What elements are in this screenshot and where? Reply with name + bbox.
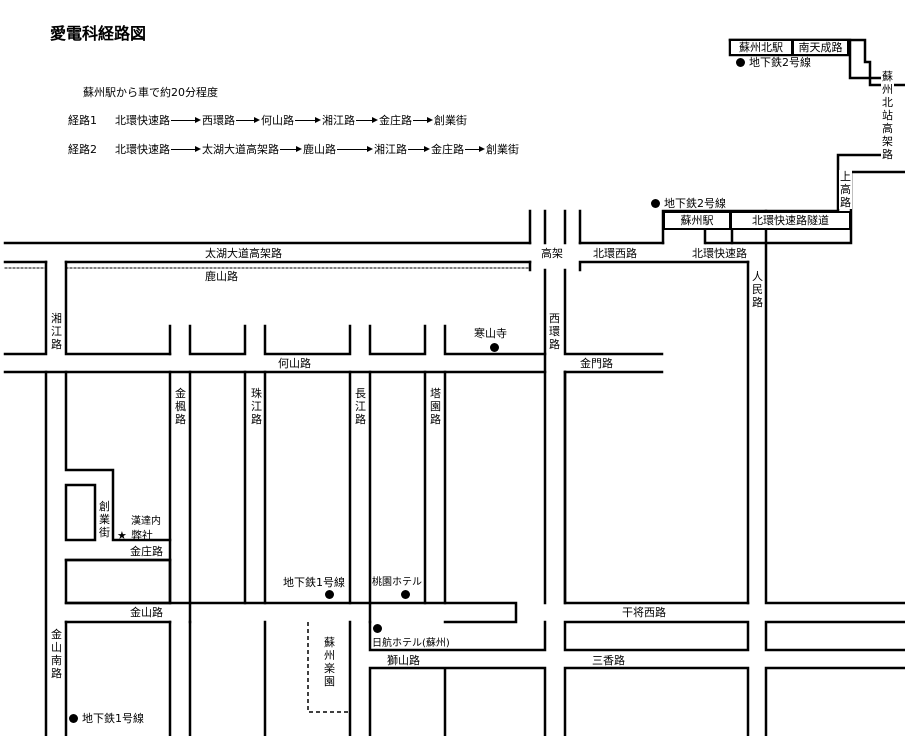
arrow-icon (408, 145, 430, 154)
label-ganjiang-west: 干将西路 (622, 606, 666, 619)
route-2: 経路2 北環快速路 太湖大道高架路 鹿山路 湘江路 金庄路 創業街 (68, 141, 519, 157)
road-taihu-viaduct (3, 241, 532, 264)
label-metro1-south: 地下鉄1号線 (82, 712, 144, 725)
label-shishan-road: 獅山路 (387, 654, 420, 667)
label-sanxiang-road: 三香路 (592, 654, 625, 667)
label-tayuan-road: 塔園路 (430, 387, 441, 426)
route-label: 経路2 (68, 143, 97, 156)
label-jinshan-south-road: 金山南路 (51, 628, 62, 680)
route-label: 経路1 (68, 114, 97, 127)
label-shang-gaolu: 上高路 (839, 170, 852, 209)
arrow-icon (413, 116, 433, 125)
road-ganjiang-west (563, 620, 905, 652)
route-step: 鹿山路 (303, 143, 336, 156)
route-step: 金庄路 (379, 114, 412, 127)
label-taoyuan-hotel: 桃園ホテル (372, 577, 422, 588)
metro-station-icon (651, 199, 660, 208)
road-jinshan-south (44, 370, 68, 736)
metro-station-icon (69, 714, 78, 723)
block-jinzhuang (64, 558, 172, 605)
route-step: 北環快速路 (115, 114, 170, 127)
hotel-location-icon (373, 624, 382, 633)
hotel-location-icon (401, 590, 410, 599)
road-shishan (368, 620, 547, 736)
arrow-icon (171, 116, 201, 125)
arrow-icon (236, 116, 260, 125)
label-jinshan-road: 金山路 (130, 606, 163, 619)
label-company-line1: 漢達内 (131, 516, 161, 527)
label-nikko-hotel: 日航ホテル(蘇州) (372, 638, 450, 649)
label-beihuan-express: 北環快速路 (692, 247, 747, 260)
road-blocks-top (168, 324, 547, 356)
arrow-icon (356, 116, 378, 125)
route-step: 創業街 (486, 143, 519, 156)
road-south-verticals (168, 620, 352, 736)
label-changjiang-road: 長江路 (355, 387, 366, 426)
label-jinfeng-road: 金楓路 (175, 387, 186, 426)
label-xihuan-road: 西環路 (549, 312, 560, 351)
road-renmin (746, 209, 905, 605)
label-suzhou-north-station: 蘇州北駅 (729, 39, 793, 56)
label-jinmen-road: 金門路 (580, 357, 613, 370)
label-xiangjiang-road: 湘江路 (51, 312, 62, 351)
route-step: 太湖大道高架路 (202, 143, 279, 156)
road-jinshan-connector (188, 601, 372, 624)
route-step: 金庄路 (431, 143, 464, 156)
label-jinzhuang-road: 金庄路 (130, 545, 163, 558)
label-metro1: 地下鉄1号線 (283, 576, 345, 589)
road-verticals (168, 370, 447, 605)
route-step: 創業街 (434, 114, 467, 127)
page-title: 愛電科経路図 (50, 24, 147, 43)
label-hanshan-temple: 寒山寺 (474, 327, 507, 340)
route-step: 湘江路 (374, 143, 407, 156)
label-taihu-viaduct: 太湖大道高架路 (205, 247, 282, 260)
road-xiangjiang (3, 260, 172, 356)
road-express-ramp (703, 228, 734, 245)
road-gaojia (528, 209, 582, 245)
label-metro2-station: 地下鉄2号線 (664, 197, 726, 210)
arrow-icon (337, 145, 373, 154)
star-icon: ★ (117, 529, 127, 542)
road-beihuan-west (528, 241, 750, 272)
label-metro2-north: 地下鉄2号線 (749, 56, 811, 69)
temple-location-icon (490, 343, 499, 352)
label-company-line2: 弊社 (131, 529, 153, 542)
road-xihuan (543, 268, 664, 605)
arrow-icon (295, 116, 321, 125)
route-step: 北環快速路 (115, 143, 170, 156)
road-north-viaduct-inner (704, 170, 905, 245)
route-step: 西環路 (202, 114, 235, 127)
road-chuangye (64, 370, 172, 542)
label-chuangye-street: 創業街 (99, 500, 110, 539)
arrow-icon (280, 145, 302, 154)
route-step: 湘江路 (322, 114, 355, 127)
label-zhujiang-road: 珠江路 (251, 387, 262, 426)
arrow-icon (171, 145, 201, 154)
label-gaojia: 高架 (541, 247, 563, 260)
road-jinshan (64, 601, 518, 624)
road-jinmen-block (563, 370, 750, 605)
road-sanxiang (563, 666, 905, 736)
route-step: 何山路 (261, 114, 294, 127)
label-renmin-road: 人民路 (752, 270, 763, 309)
route-1: 経路1 北環快速路 西環路 何山路 湘江路 金庄路 創業街 (68, 112, 467, 128)
label-heshan-road: 何山路 (278, 357, 311, 370)
label-beihuan-west: 北環西路 (593, 247, 637, 260)
label-lushan-road: 鹿山路 (205, 270, 238, 283)
label-beihuan-tunnel: 北環快速路隧道 (730, 211, 851, 230)
route-note: 蘇州駅から車で約20分程度 (83, 86, 218, 99)
label-suzhou-station: 蘇州駅 (663, 211, 731, 230)
label-nantiancheng-road: 南天成路 (792, 39, 849, 56)
metro-station-icon (736, 58, 745, 67)
label-suzhou-north-viaduct: 蘇州北站高架路 (881, 70, 894, 161)
arrow-icon (465, 145, 485, 154)
label-suzhou-paradise: 蘇州楽園 (324, 636, 335, 688)
suzhou-paradise-outline (307, 622, 350, 713)
metro-station-icon (325, 590, 334, 599)
